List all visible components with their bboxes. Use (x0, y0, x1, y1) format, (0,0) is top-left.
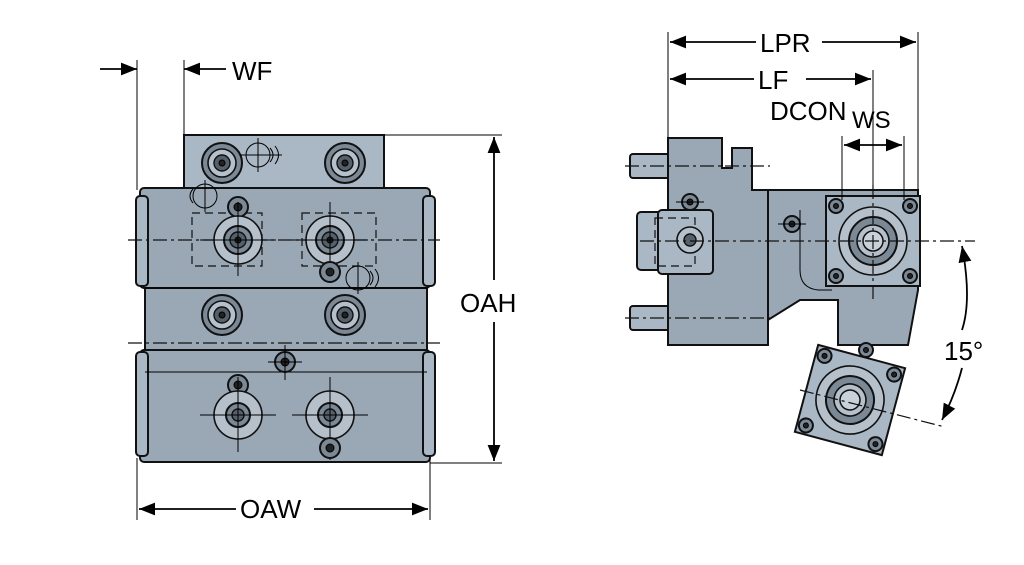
angle-dimension: 15° (941, 245, 983, 421)
side-bolt-clamp (676, 226, 704, 254)
bolt-upper-right (292, 202, 368, 276)
lf-dimension: LF (670, 65, 874, 185)
side-rail-right-upper (422, 195, 436, 287)
side-small-screw-top (676, 193, 704, 211)
bolt-lower-left (200, 377, 276, 452)
side-small-screw-lower (858, 342, 874, 358)
wf-dimension: WF (100, 56, 272, 190)
upper-block (139, 187, 431, 289)
side-rail-left-upper (135, 195, 149, 287)
dcon-subscript: WS (852, 107, 891, 134)
side-view: LPR LF DCON WS 15° (625, 28, 983, 457)
lpr-dimension: LPR (667, 28, 919, 190)
bolt-upper-left (200, 202, 276, 276)
bolt-middle-right (324, 294, 366, 336)
oah-dimension: OAH (384, 134, 516, 464)
small-screw-lower-right (319, 437, 341, 459)
wf-label: WF (232, 56, 272, 86)
spindle-lower-group (793, 343, 907, 457)
oaw-dimension: OAW (136, 458, 431, 524)
coolant-thread-symbol-mid (189, 180, 218, 212)
middle-block (144, 287, 428, 351)
coolant-thread-symbol-right (345, 262, 379, 294)
oah-label: OAH (460, 288, 516, 318)
coolant-thread-symbol-top (240, 138, 282, 172)
clamp-hidden (654, 217, 696, 267)
dcon-dimension: DCON WS (770, 96, 905, 200)
bolt-lower-right (292, 377, 368, 460)
angle-label: 15° (944, 336, 983, 366)
front-view: WF OAH OAW (100, 56, 516, 524)
side-rail-left-lower (135, 351, 149, 457)
flange-screws-upper (828, 198, 918, 284)
bolt-middle-left (201, 294, 243, 336)
bolt-top-right (324, 142, 366, 184)
lpr-label: LPR (760, 28, 811, 58)
side-rail-right-lower (422, 351, 436, 457)
small-screw-mid (319, 261, 341, 283)
lf-label: LF (758, 65, 788, 95)
small-screw-center (268, 345, 302, 380)
bolt-top-left (201, 142, 243, 184)
dcon-label: DCON (770, 96, 847, 126)
oaw-label: OAW (240, 494, 302, 524)
